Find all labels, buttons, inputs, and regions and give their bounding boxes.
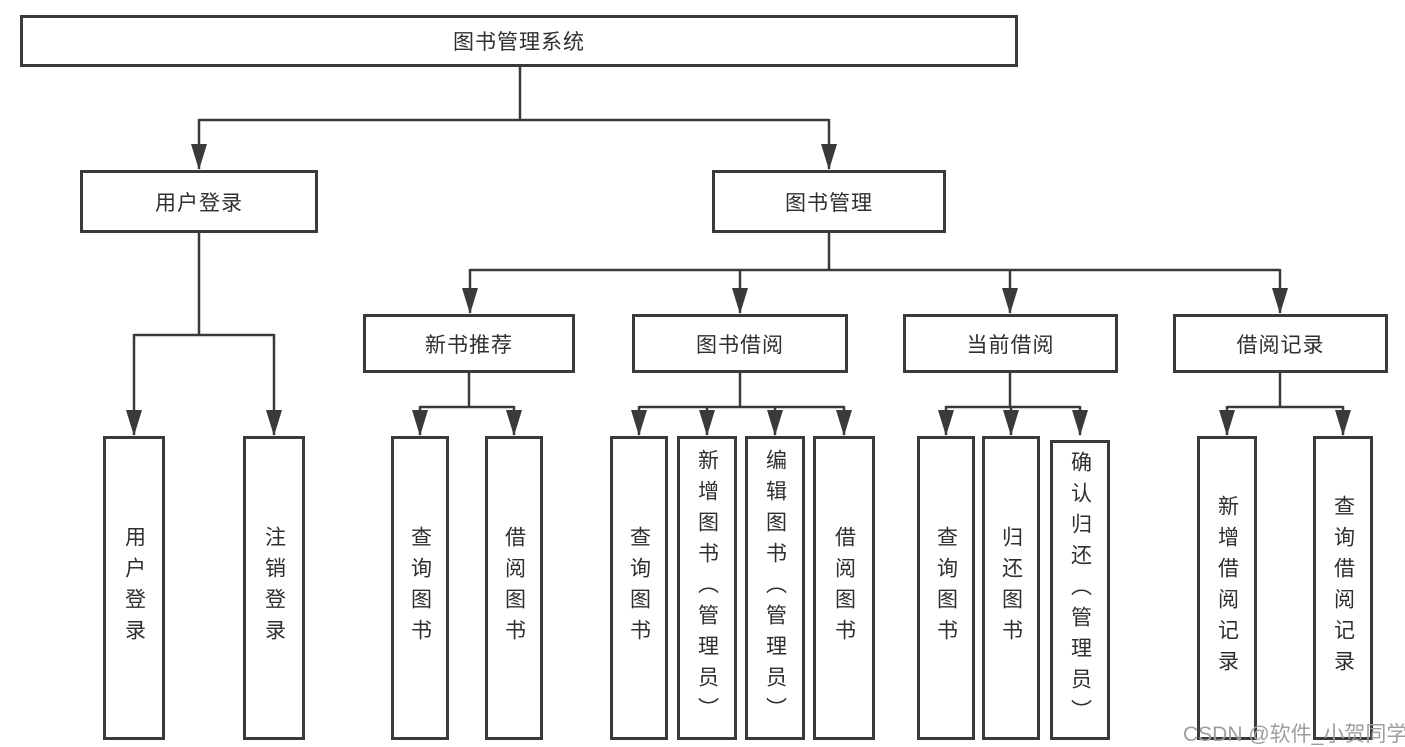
node-new-book-recommend-label: 新书推荐	[425, 333, 513, 357]
leaf-confirm-return-admin: 确认归还（管理员）	[1050, 440, 1110, 740]
leaf-borrow-books: 借阅图书	[813, 436, 875, 740]
leaf-query-books-recommend: 查询图书	[391, 436, 449, 740]
leaf-logout: 注销登录	[243, 436, 305, 740]
leaf-add-borrow-record: 新增借阅记录	[1197, 436, 1257, 740]
leaf-query-books-recommend-label: 查询图书	[408, 526, 432, 650]
leaf-confirm-return-admin-label: 确认归还（管理员）	[1068, 450, 1092, 730]
leaf-borrow-books-recommend-label: 借阅图书	[502, 526, 526, 650]
leaf-logout-label: 注销登录	[262, 526, 286, 650]
node-borrow-records-label: 借阅记录	[1236, 333, 1325, 357]
leaf-add-books-admin-label: 新增图书（管理员）	[695, 448, 719, 728]
node-book-borrow: 图书借阅	[632, 314, 848, 373]
node-user-login-label: 用户登录	[155, 191, 243, 215]
leaf-add-borrow-record-label: 新增借阅记录	[1215, 495, 1239, 681]
leaf-edit-books-admin: 编辑图书（管理员）	[745, 436, 805, 740]
leaf-return-books: 归还图书	[982, 436, 1040, 740]
node-book-borrow-label: 图书借阅	[696, 333, 784, 357]
node-book-management-label: 图书管理	[785, 191, 873, 215]
leaf-edit-books-admin-label: 编辑图书（管理员）	[763, 448, 787, 728]
leaf-query-books-current-label: 查询图书	[934, 526, 958, 650]
leaf-query-borrow-record: 查询借阅记录	[1313, 436, 1373, 740]
leaf-user-login: 用户登录	[103, 436, 165, 740]
node-new-book-recommend: 新书推荐	[363, 314, 575, 373]
leaf-query-books-borrow: 查询图书	[610, 436, 668, 740]
leaf-query-borrow-record-label: 查询借阅记录	[1331, 495, 1355, 681]
leaf-query-books-borrow-label: 查询图书	[627, 526, 651, 650]
leaf-borrow-books-recommend: 借阅图书	[485, 436, 543, 740]
leaf-user-login-label: 用户登录	[122, 526, 146, 650]
node-book-management: 图书管理	[712, 170, 946, 233]
leaf-borrow-books-label: 借阅图书	[832, 526, 856, 650]
watermark: CSDN @软件_小贺同学	[1183, 723, 1405, 746]
leaf-query-books-current: 查询图书	[917, 436, 975, 740]
node-current-borrow: 当前借阅	[903, 314, 1118, 373]
leaf-return-books-label: 归还图书	[999, 526, 1023, 650]
node-library-system-label: 图书管理系统	[453, 31, 585, 54]
node-borrow-records: 借阅记录	[1173, 314, 1388, 373]
node-user-login: 用户登录	[80, 170, 318, 233]
node-current-borrow-label: 当前借阅	[966, 333, 1055, 357]
leaf-add-books-admin: 新增图书（管理员）	[677, 436, 737, 740]
node-library-system: 图书管理系统	[20, 15, 1018, 67]
